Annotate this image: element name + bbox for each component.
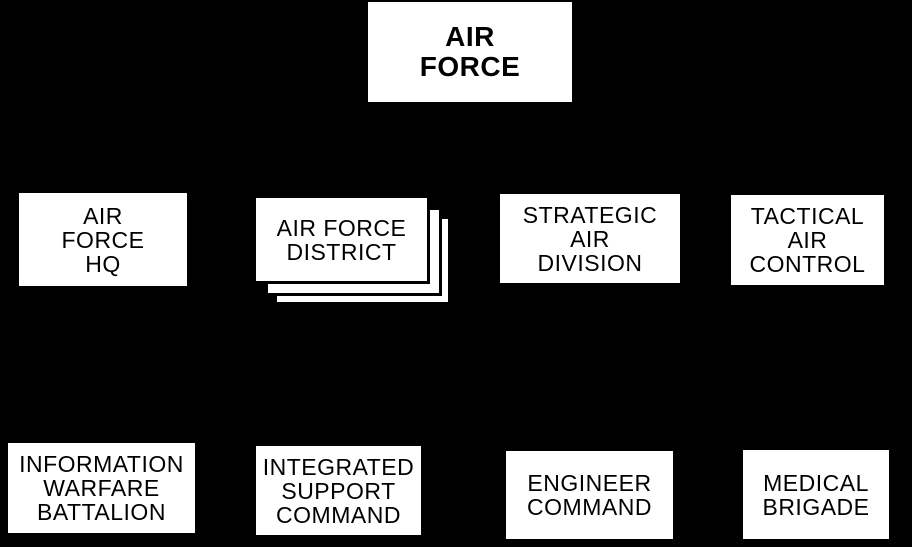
org-node-air-force-hq: AIR FORCE HQ — [19, 193, 187, 286]
org-node-label-line: DIVISION — [537, 249, 643, 276]
org-node-label-line: STRATEGIC — [522, 201, 658, 228]
org-node-tactical-air-control: TACTICAL AIR CONTROL — [731, 195, 884, 285]
org-node-label-line: ENGINEER — [527, 470, 652, 496]
org-node-label-line: AIR — [83, 202, 123, 229]
org-node-label-line: INTEGRATED — [262, 453, 415, 480]
org-node-label-line: INFORMATION — [19, 451, 184, 477]
org-node-label-line: AIR — [445, 21, 495, 52]
org-node-label-line: AIR — [570, 225, 610, 252]
org-node-label-line: MEDICAL — [763, 469, 869, 496]
org-node-label-line: FORCE — [419, 51, 521, 82]
org-node-medical-brigade: MEDICAL BRIGADE — [743, 450, 889, 539]
org-node-label-line: HQ — [85, 250, 121, 277]
org-node-label-line: BRIGADE — [762, 493, 870, 520]
org-node-label-line: AIR FORCE — [276, 214, 407, 241]
org-node-label-line: DISTRICT — [286, 238, 397, 265]
org-node-information-warfare-battalion: INFORMATION WARFARE BATTALION — [8, 443, 195, 533]
stacked-card-front: AIR FORCE DISTRICT — [253, 195, 430, 284]
org-node-label-line: TACTICAL — [750, 203, 865, 229]
org-node-label-line: COMMAND — [527, 494, 652, 520]
org-node-label-line: FORCE — [61, 226, 145, 253]
org-node-label-line: WARFARE — [43, 475, 160, 501]
org-node-engineer-command: ENGINEER COMMAND — [506, 451, 673, 539]
org-node-label-line: CONTROL — [749, 251, 866, 277]
org-node-strategic-air-division: STRATEGIC AIR DIVISION — [500, 194, 680, 283]
org-node-integrated-support-command: INTEGRATED SUPPORT COMMAND — [256, 446, 421, 535]
org-node-air-force: AIR FORCE — [368, 2, 572, 102]
org-node-label-line: COMMAND — [276, 501, 401, 528]
org-node-label-line: BATTALION — [37, 499, 166, 525]
org-node-label-line: SUPPORT — [281, 477, 396, 504]
org-node-air-force-district: AIR FORCE DISTRICT — [253, 195, 451, 305]
org-node-label-line: AIR — [787, 227, 828, 253]
